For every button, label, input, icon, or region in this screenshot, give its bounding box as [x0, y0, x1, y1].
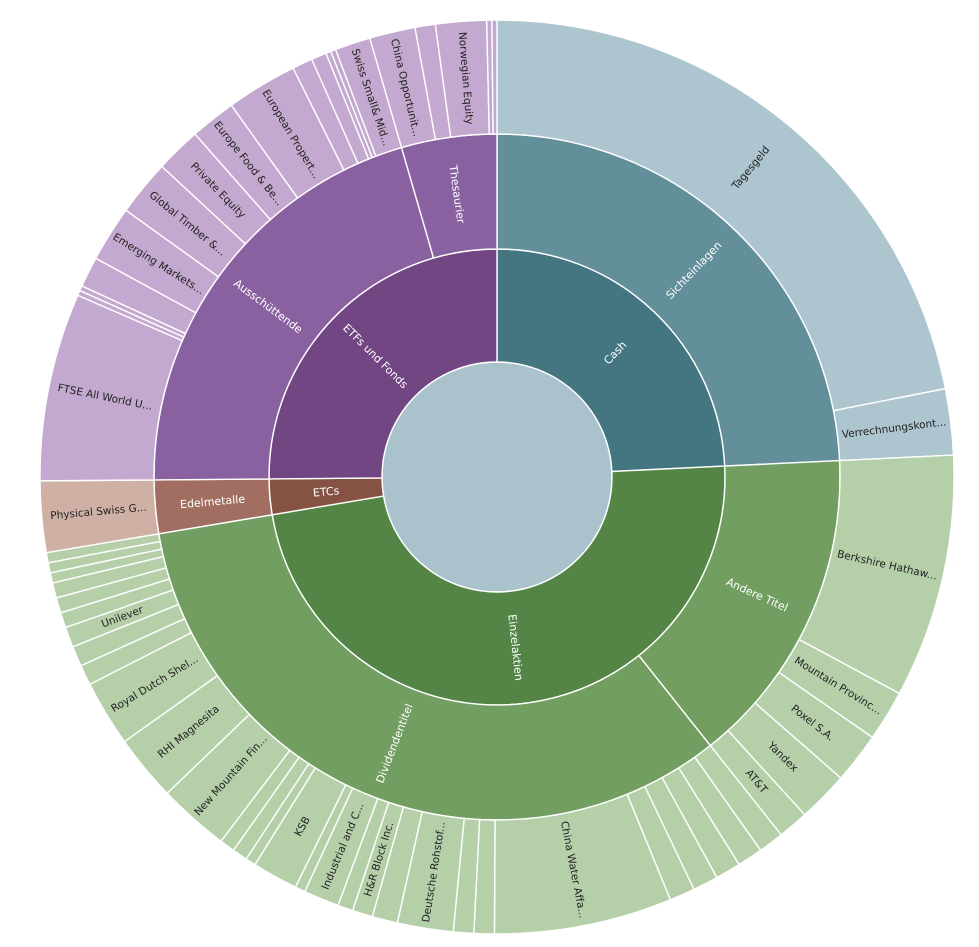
sunburst-segments	[39, 19, 955, 935]
segment-tagesgeld[interactable]	[496, 19, 947, 412]
sunburst-root	[381, 361, 613, 593]
segment-t3[interactable]	[491, 19, 498, 135]
